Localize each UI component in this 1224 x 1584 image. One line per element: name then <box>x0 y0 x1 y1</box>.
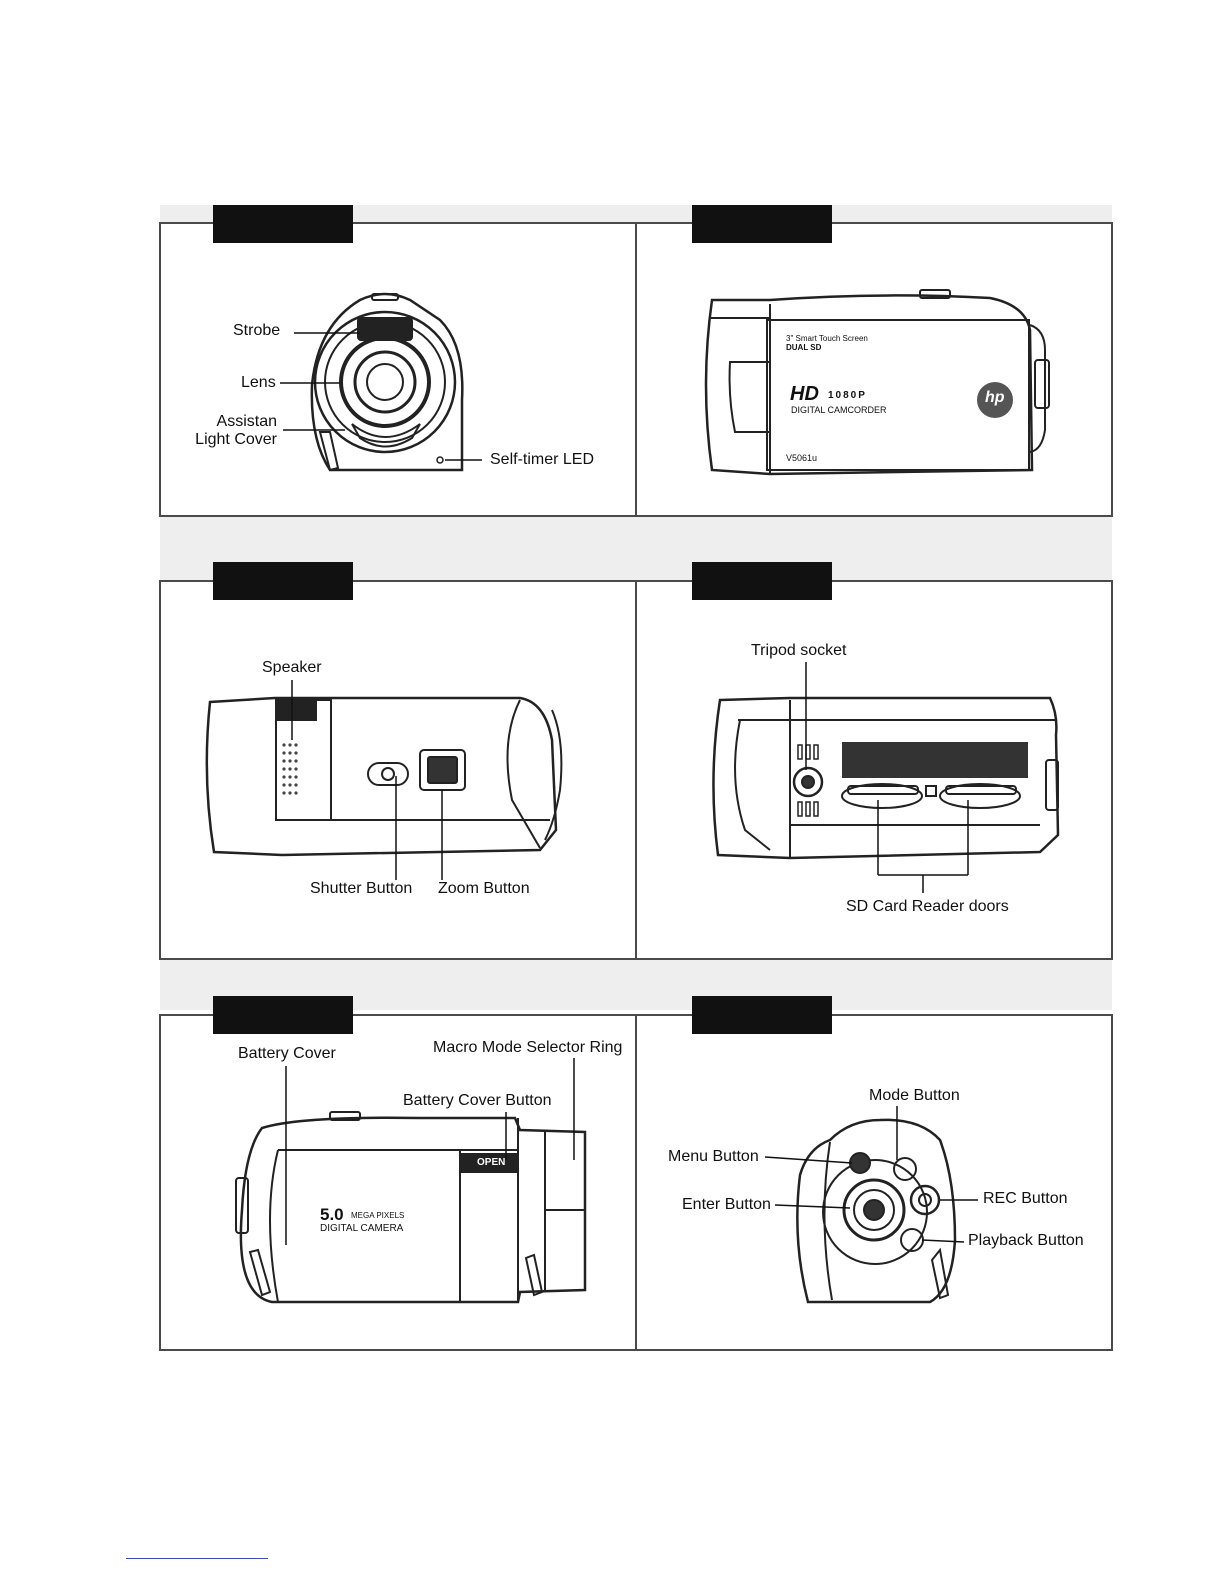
left-product-type: DIGITAL CAMCORDER <box>791 405 887 415</box>
left-model-number: V5061u <box>786 453 818 463</box>
label-battery-cover: Battery Cover <box>238 1045 336 1062</box>
left-resolution: 1080P <box>828 390 867 401</box>
right-digital-camera: DIGITAL CAMERA <box>320 1223 404 1234</box>
label-tripod-socket: Tripod socket <box>751 642 847 659</box>
hp-logo: hp <box>985 389 1005 406</box>
label-assistant-light-cover: Assistan Light Cover <box>195 413 277 448</box>
panel-back <box>635 1014 1113 1351</box>
panel-right <box>159 1014 637 1351</box>
front-leader-lines <box>280 332 482 461</box>
panel-top <box>159 580 637 960</box>
left-view-camera <box>704 289 1050 476</box>
label-strobe: Strobe <box>233 322 281 339</box>
label-sd-card-reader-doors: SD Card Reader doors <box>846 898 1009 915</box>
bottom-leader-lines <box>805 662 969 893</box>
back-view-camera <box>796 1118 957 1304</box>
top-view-camera <box>205 696 563 857</box>
panel-tab-top <box>213 562 353 600</box>
right-open-mark: OPEN <box>477 1157 506 1168</box>
label-battery-cover-button: Battery Cover Button <box>403 1092 552 1109</box>
back-leader-lines <box>764 1106 978 1243</box>
bottom-view-camera <box>712 696 1060 860</box>
left-screen-line2: DUAL SD <box>786 343 822 352</box>
label-shutter-button: Shutter Button <box>310 880 413 897</box>
panel-tab-back <box>692 996 832 1034</box>
label-mode-button: Mode Button <box>869 1087 960 1104</box>
left-screen-line1: 3" Smart Touch Screen <box>786 334 868 343</box>
panel-tab-bottom <box>692 562 832 600</box>
label-playback-button: Playback Button <box>968 1232 1084 1249</box>
label-menu-button: Menu Button <box>668 1148 759 1165</box>
left-hd-mark: HD <box>790 383 819 405</box>
right-view-camera <box>235 1111 587 1304</box>
label-rec-button: REC Button <box>983 1190 1068 1207</box>
label-zoom-button: Zoom Button <box>438 880 530 897</box>
footnote-rule <box>126 1558 268 1559</box>
top-leader-lines <box>291 680 443 880</box>
front-view-camera <box>310 292 464 472</box>
label-speaker: Speaker <box>262 659 322 676</box>
label-macro-mode-selector-ring: Macro Mode Selector Ring <box>433 1039 623 1056</box>
panel-left <box>635 222 1113 517</box>
panel-tab-left <box>692 205 832 243</box>
right-megapixel-number: 5.0 <box>320 1205 344 1224</box>
panel-tab-front <box>213 205 353 243</box>
right-megapixel-text: MEGA PIXELS <box>351 1211 405 1220</box>
right-leader-lines <box>285 1058 575 1245</box>
label-lens: Lens <box>241 374 276 391</box>
label-self-timer-led: Self-timer LED <box>490 451 595 468</box>
panel-tab-right <box>213 996 353 1034</box>
label-enter-button: Enter Button <box>682 1196 771 1213</box>
